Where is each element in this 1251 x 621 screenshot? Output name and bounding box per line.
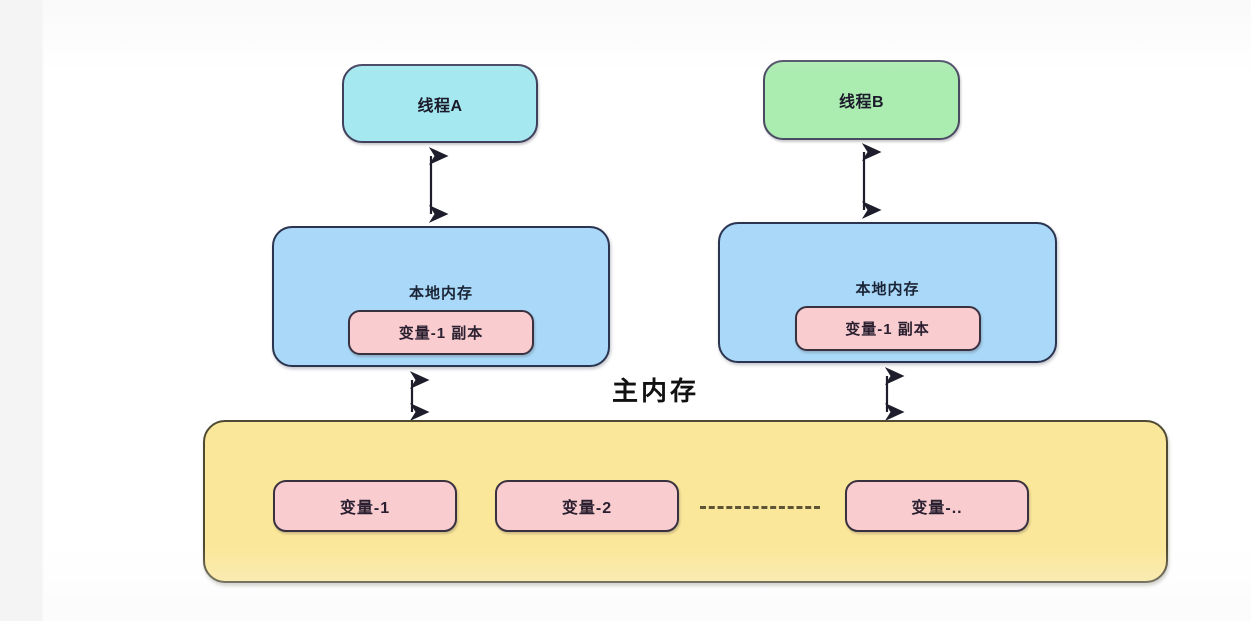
variable-copy-a-box[interactable]: 变量-1 副本 <box>348 310 534 355</box>
left-margin-strip <box>0 0 42 621</box>
local-memory-b-box[interactable]: 本地内存 变量-1 副本 <box>718 222 1057 363</box>
local-memory-b-title: 本地内存 <box>855 281 920 298</box>
variable-n-box[interactable]: 变量-.. <box>845 480 1029 532</box>
variable-copy-b-box[interactable]: 变量-1 副本 <box>794 306 981 351</box>
thread-a-box[interactable]: 线程A <box>342 64 538 143</box>
thread-b-box[interactable]: 线程B <box>763 60 960 140</box>
thread-a-label: 线程A <box>417 97 463 115</box>
main-memory-title: 主内存 <box>612 376 700 406</box>
ellipsis-dashed-line <box>700 506 820 509</box>
local-memory-a-box[interactable]: 本地内存 变量-1 副本 <box>272 226 610 367</box>
arrow-local-memory-a-to-main-memory <box>404 370 430 422</box>
thread-b-label: 线程B <box>838 94 885 111</box>
main-memory-box[interactable]: 变量-1 变量-2 变量-.. <box>203 420 1168 583</box>
arrow-thread-a-to-local-memory-a <box>423 146 449 224</box>
variable-2-box[interactable]: 变量-2 <box>495 480 679 532</box>
local-memory-a-title: 本地内存 <box>408 285 473 302</box>
left-margin-edge <box>42 0 44 621</box>
arrow-local-memory-b-to-main-memory <box>879 366 905 422</box>
variable-1-box[interactable]: 变量-1 <box>273 480 457 532</box>
arrow-thread-b-to-local-memory-b <box>856 142 882 220</box>
